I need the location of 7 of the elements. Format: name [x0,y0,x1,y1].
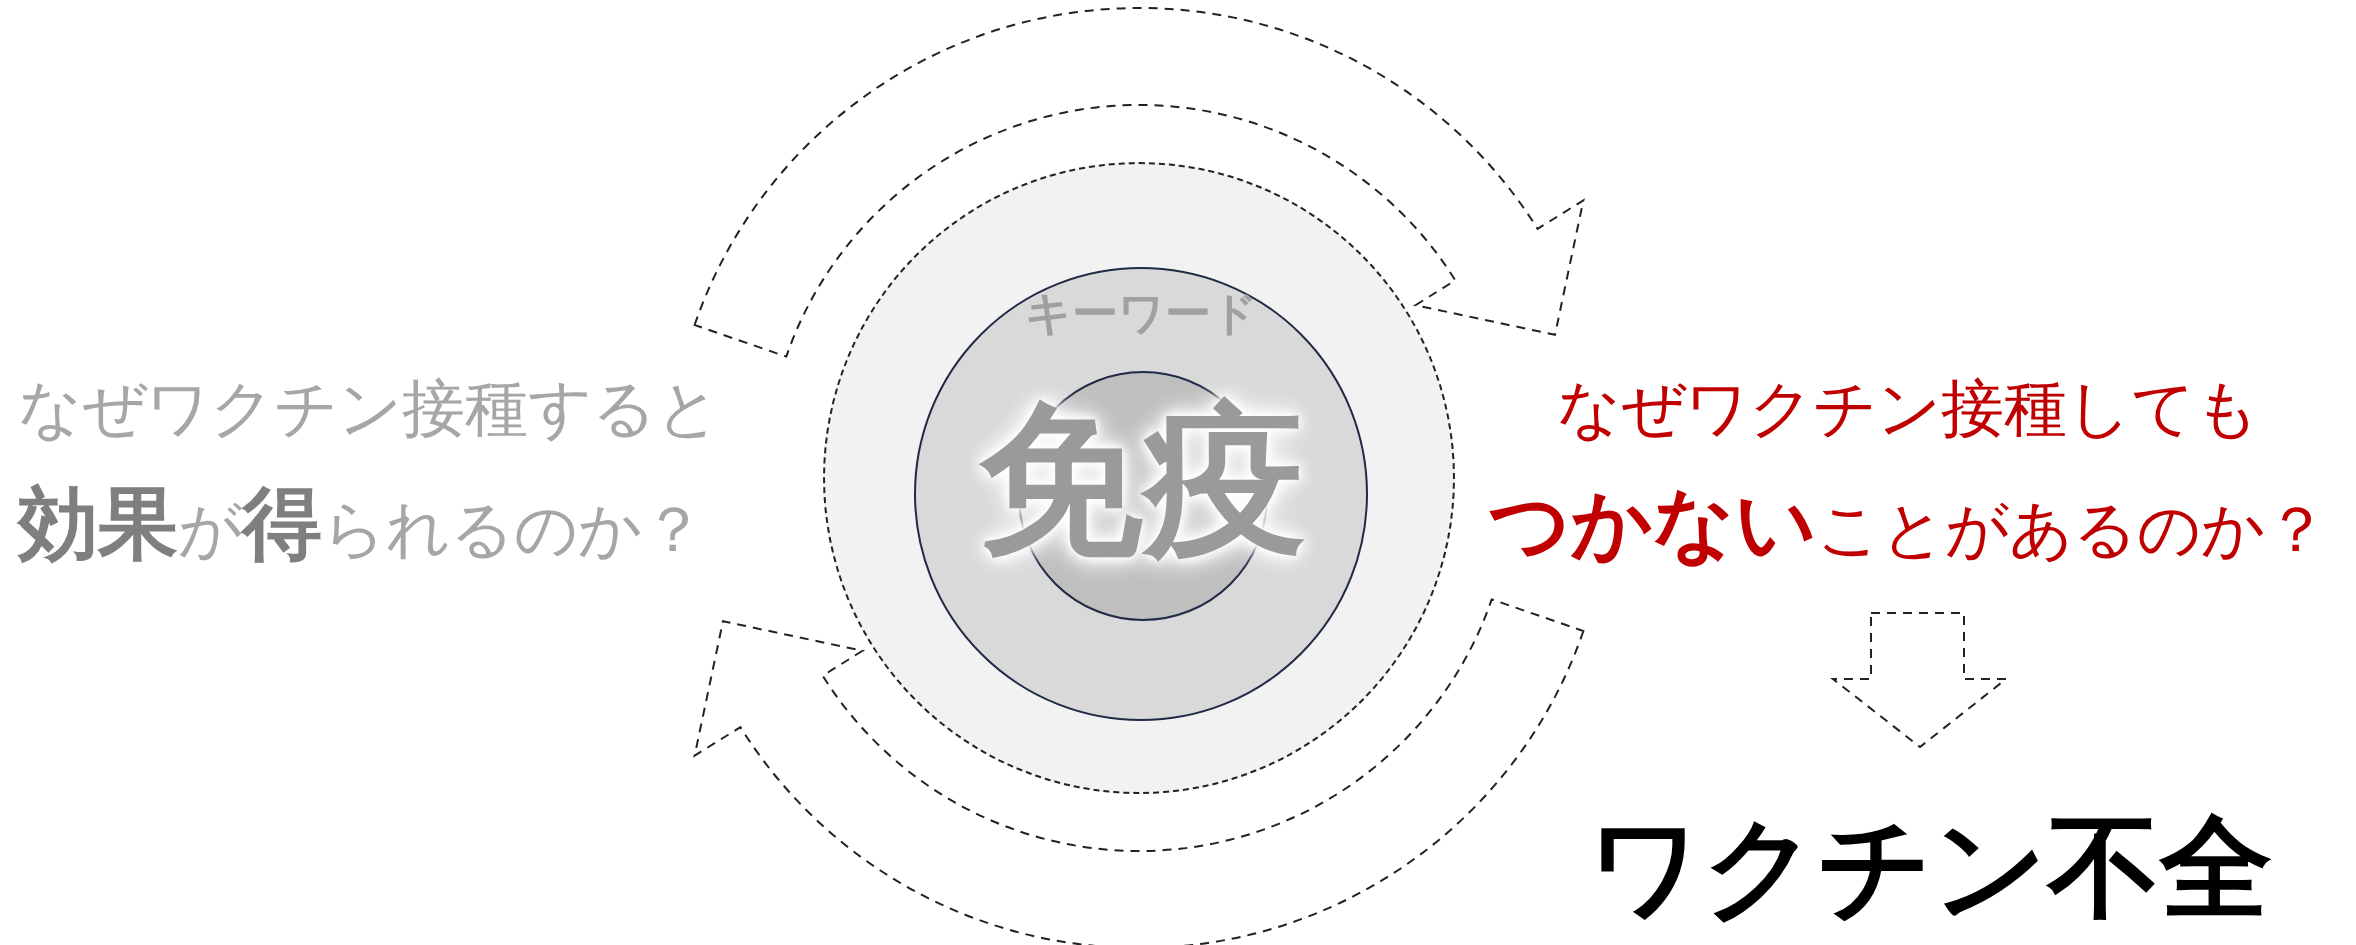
question-text: なぜワクチン接種すると効果が得られるのか？ [18,371,721,572]
conclusion-text: ワクチン不全 [1587,801,2273,934]
keyword-label: キーワード [1024,285,1258,342]
question-text: なぜワクチン接種してもつかないことがあるのか？ [1487,371,2329,572]
down-arrow [1830,612,2009,749]
cycle-arrow [693,7,1585,358]
cycle-arrow [693,598,1585,945]
